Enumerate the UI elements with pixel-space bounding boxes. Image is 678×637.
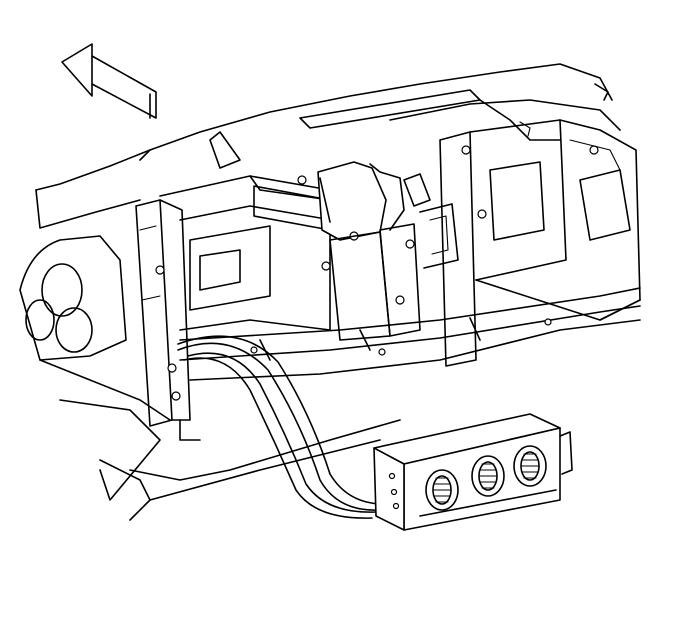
center-module-bay — [159, 175, 331, 331]
hvac-knob-right-icon — [513, 445, 547, 487]
dash-upper-shell — [35, 63, 621, 229]
gauge-cluster-housing — [19, 235, 127, 361]
hvac-knob-center-icon — [471, 455, 505, 497]
forward-direction-arrow-icon — [61, 43, 157, 119]
right-side-frame — [439, 119, 641, 367]
center-air-duct — [297, 161, 405, 241]
lower-cross-beam — [179, 287, 641, 381]
left-mounting-bracket — [135, 199, 191, 427]
hvac-control-head — [373, 413, 573, 531]
lower-left-support — [39, 359, 401, 521]
hvac-control-cables — [177, 335, 385, 519]
hvac-knob-left-icon — [425, 469, 459, 511]
right-center-bracket — [321, 173, 459, 341]
